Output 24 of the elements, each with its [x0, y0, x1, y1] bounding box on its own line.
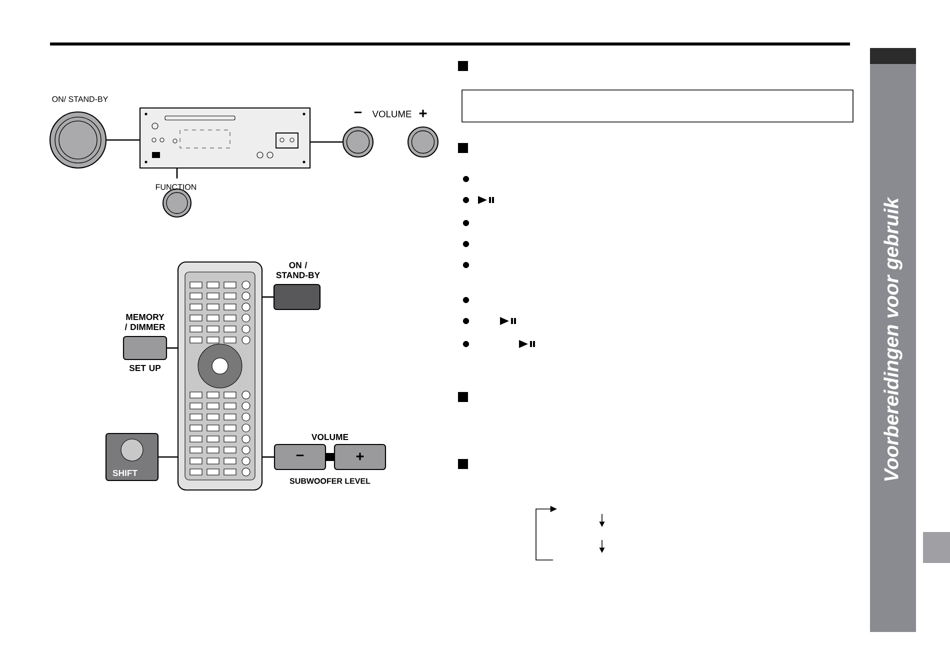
button-label: MEMORY / DIMMER [124, 314, 166, 330]
player-front-panel-drawing [139, 107, 311, 169]
leader-line [262, 296, 274, 298]
button-label: ON/ STAND-BY [52, 96, 108, 102]
remote-control-drawing [177, 261, 263, 491]
leader-line [262, 456, 274, 458]
button-label: VOLUME [312, 434, 348, 440]
leader-line [167, 347, 178, 349]
leader-line [106, 139, 140, 141]
button-label: SHIFT [112, 470, 138, 476]
button-label: + [419, 110, 427, 118]
note-box [462, 90, 854, 122]
button-label: – [296, 454, 304, 456]
button-label: + [356, 452, 364, 460]
leader-line [310, 141, 342, 143]
button-label: SUBWOOFER LEVEL [290, 478, 370, 484]
button-label: FUNCTION [156, 184, 196, 190]
leader-line [158, 456, 178, 458]
section-tab-label: Voorbereidingen voor gebruik [884, 196, 902, 481]
button-label: SET UP [129, 364, 161, 372]
button-label: – [354, 112, 362, 114]
button-label: ON / STAND-BY [276, 262, 320, 278]
button-label: VOLUME [370, 109, 414, 119]
leader-line [176, 168, 178, 178]
